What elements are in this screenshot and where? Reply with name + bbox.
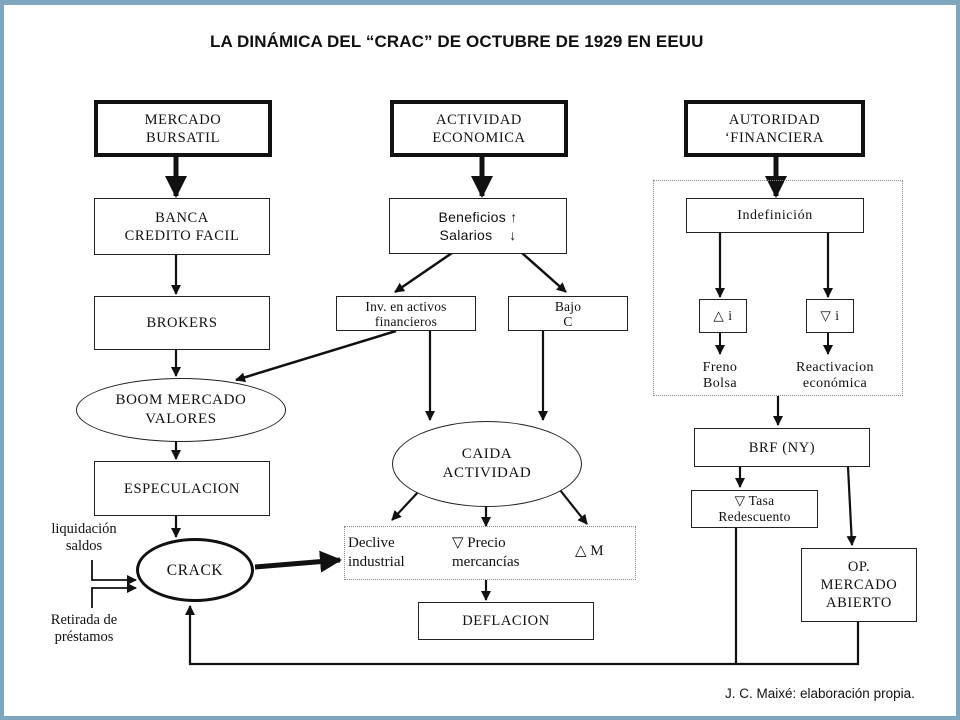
bajo-c-box: Bajo C bbox=[508, 296, 628, 331]
declive-industrial-label: Declive industrial bbox=[348, 535, 405, 570]
arrow-caida-declive bbox=[391, 489, 421, 521]
brokers-box: BROKERS bbox=[94, 296, 270, 350]
banca-credito-box: BANCA CREDITO FACIL bbox=[94, 198, 270, 255]
boom-mercado-ellipse: BOOM MERCADO VALORES bbox=[76, 378, 286, 442]
arrow-caida-m bbox=[559, 489, 588, 525]
tasa-redescuento-box: ▽ Tasa Redescuento bbox=[691, 490, 818, 528]
retirada-label: Retirada de préstamos bbox=[50, 612, 118, 645]
header-autoridad-financiera: AUTORIDAD ‘FINANCIERA bbox=[684, 100, 865, 157]
credit-text: J. C. Maixé: elaboración propia. bbox=[725, 686, 915, 701]
arrow-beneficios-bajo bbox=[521, 252, 567, 293]
reactivacion-label: Reactivacion económica bbox=[796, 360, 874, 391]
freno-bolsa-label: Freno Bolsa bbox=[702, 360, 738, 391]
header-actividad-economica: ACTIVIDAD ECONOMICA bbox=[390, 100, 568, 157]
header-mercado-bursatil: MERCADO BURSATIL bbox=[94, 100, 272, 157]
especulacion-box: ESPECULACION bbox=[94, 461, 270, 516]
nabla-i-box: ▽ i bbox=[806, 299, 854, 333]
arrow-liquidacion-crack bbox=[91, 560, 137, 585]
autoridad-dotted-group bbox=[653, 180, 903, 396]
indefinicion-box: Indefinición bbox=[686, 198, 864, 233]
crack-ellipse: CRACK bbox=[136, 538, 254, 602]
arrow-loop-crack bbox=[185, 605, 860, 666]
arrow-inv-boom bbox=[235, 329, 397, 383]
arrow-retirada-crack bbox=[91, 583, 137, 608]
arrow-beneficios-inv bbox=[394, 251, 453, 294]
m-label: △ M bbox=[575, 543, 604, 559]
precio-mercancias-label: ▽ Precio mercancías bbox=[452, 535, 520, 570]
inv-activos-box: Inv. en activos financieros bbox=[336, 296, 476, 331]
delta-i-box: △ i bbox=[699, 299, 747, 333]
arrow-brf-op bbox=[846, 466, 857, 546]
op-mercado-abierto-box: OP. MERCADO ABIERTO bbox=[801, 548, 917, 622]
liquidacion-label: liquidación saldos bbox=[51, 521, 117, 554]
diagram-title: LA DINÁMICA DEL “CRAC” DE OCTUBRE DE 192… bbox=[210, 32, 704, 51]
arrow-crack-declive bbox=[254, 550, 342, 573]
deflacion-box: DEFLACION bbox=[418, 602, 594, 640]
caida-actividad-ellipse: CAIDA ACTIVIDAD bbox=[392, 421, 582, 507]
effects-dotted-group bbox=[344, 526, 636, 580]
beneficios-salarios-box: Beneficios ↑ Salarios ↓ bbox=[389, 198, 567, 254]
brf-ny-box: BRF (NY) bbox=[694, 428, 870, 467]
